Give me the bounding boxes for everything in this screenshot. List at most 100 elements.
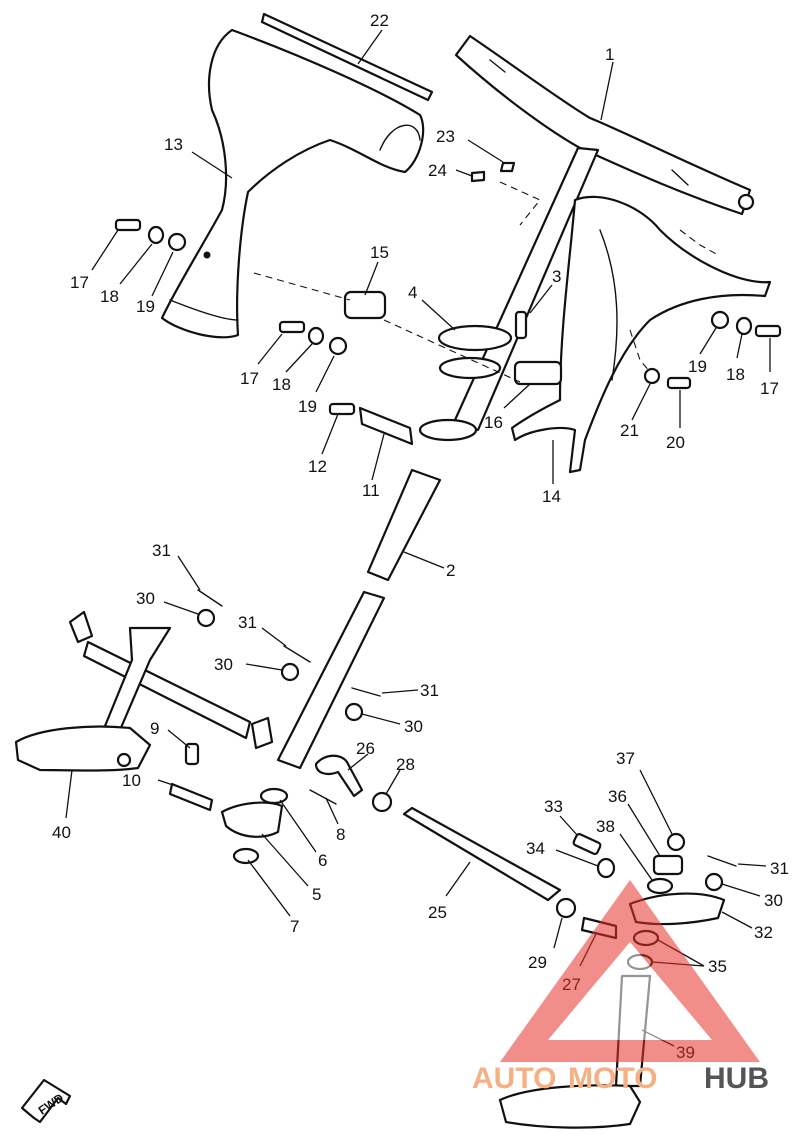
leader-37 xyxy=(639,769,673,835)
callout-14: 14 xyxy=(542,487,561,506)
leader-18c xyxy=(736,333,743,359)
leader-25 xyxy=(445,861,471,897)
nut-37 xyxy=(666,832,686,852)
steering-arm-5 xyxy=(220,801,284,838)
clamp-16 xyxy=(513,360,563,386)
callout-5: 5 xyxy=(312,885,321,904)
column-holder-4-ring xyxy=(438,356,502,380)
callout-32: 32 xyxy=(754,923,773,942)
steering-column-lower xyxy=(276,590,386,770)
callout-6: 6 xyxy=(318,851,327,870)
grip-knurl-left xyxy=(489,59,506,73)
cover-13-hole xyxy=(203,251,211,259)
callout-19a: 19 xyxy=(136,297,155,316)
leader-23 xyxy=(467,139,504,163)
callout-17a: 17 xyxy=(70,273,89,292)
clamp-15 xyxy=(343,290,387,320)
callout-19c: 19 xyxy=(688,357,707,376)
bolt-17-left xyxy=(114,218,142,232)
nut-21 xyxy=(643,367,661,385)
leader-18a xyxy=(119,243,153,285)
callout-35: 35 xyxy=(708,957,727,976)
callout-17b: 17 xyxy=(240,369,259,388)
ski-bracket-40-pin xyxy=(116,752,132,768)
collar-38 xyxy=(646,877,674,895)
leader-34 xyxy=(555,849,599,867)
leader-31c xyxy=(381,689,419,694)
callout-4: 4 xyxy=(408,283,417,302)
leader-9 xyxy=(167,729,191,749)
callout-23: 23 xyxy=(436,127,455,146)
bolt-17-mid xyxy=(278,320,306,334)
washer-18-mid xyxy=(307,326,325,346)
watermark-hub: HUB xyxy=(704,1062,769,1095)
bolt-9 xyxy=(184,742,200,766)
clamp-11 xyxy=(358,406,414,446)
leader-6 xyxy=(279,799,317,853)
leader-40 xyxy=(65,769,73,819)
nut-19-left xyxy=(167,232,187,252)
grip-knurl-right xyxy=(671,169,689,186)
column-holder-4 xyxy=(437,324,513,352)
leader-8 xyxy=(325,797,339,825)
callout-29: 29 xyxy=(528,953,547,972)
key-23 xyxy=(499,161,516,173)
steering-column-shaft-2 xyxy=(366,468,442,582)
leader-18b xyxy=(285,343,313,373)
callout-30b: 30 xyxy=(214,655,233,674)
callout-13: 13 xyxy=(164,135,183,154)
leader-16 xyxy=(503,383,531,409)
cotter-pin-31-b xyxy=(283,645,311,663)
callout-30c: 30 xyxy=(404,717,423,736)
cotter-pin-31-c xyxy=(351,687,381,697)
nut-30-d xyxy=(704,872,724,892)
ski-bracket-39 xyxy=(498,1084,642,1129)
bolt-20 xyxy=(666,376,692,390)
leader-24 xyxy=(455,169,473,177)
leader-31b xyxy=(261,627,287,647)
callout-38: 38 xyxy=(596,817,615,836)
callout-28: 28 xyxy=(396,755,415,774)
watermark-triangle-inner xyxy=(548,942,712,1040)
watermark-moto: MOTO xyxy=(568,1062,657,1095)
cotter-pin-8 xyxy=(309,789,337,805)
cover-13-notch xyxy=(379,124,421,151)
cover-13-edge xyxy=(169,299,239,321)
leader-17b xyxy=(257,333,283,365)
plate-10 xyxy=(168,782,214,812)
tie-rod-25 xyxy=(402,806,562,902)
cotter-pin-31-d xyxy=(707,855,737,867)
bolt-17-right xyxy=(754,324,782,338)
bracket-14 xyxy=(510,195,772,474)
bracket-14-inner xyxy=(599,229,618,381)
nut-30-b xyxy=(280,662,300,682)
guide-line-e xyxy=(679,229,721,257)
guide-line-b xyxy=(253,272,351,301)
washer-7 xyxy=(232,847,260,865)
callout-20: 20 xyxy=(666,433,685,452)
nut-30-c xyxy=(344,702,364,722)
leader-15 xyxy=(364,261,379,296)
clamp-36 xyxy=(652,854,684,876)
guide-line-d xyxy=(629,329,651,373)
handlebar-1 xyxy=(454,34,752,216)
leader-31a xyxy=(177,555,201,591)
leader-28 xyxy=(385,769,401,795)
callout-36: 36 xyxy=(608,787,627,806)
leader-21 xyxy=(631,383,651,421)
leader-19c xyxy=(699,327,717,355)
callout-10: 10 xyxy=(122,771,141,790)
callout-18c: 18 xyxy=(726,365,745,384)
callout-31b: 31 xyxy=(238,613,257,632)
callout-31a: 31 xyxy=(152,541,171,560)
handlebar-cover-13 xyxy=(160,28,425,339)
callout-33: 33 xyxy=(544,797,563,816)
lower-holder xyxy=(418,418,478,442)
nut-28 xyxy=(371,791,393,813)
nut-19-mid xyxy=(328,336,348,356)
leader-32 xyxy=(721,911,753,929)
callout-17c: 17 xyxy=(760,379,779,398)
leader-10 xyxy=(157,779,177,787)
